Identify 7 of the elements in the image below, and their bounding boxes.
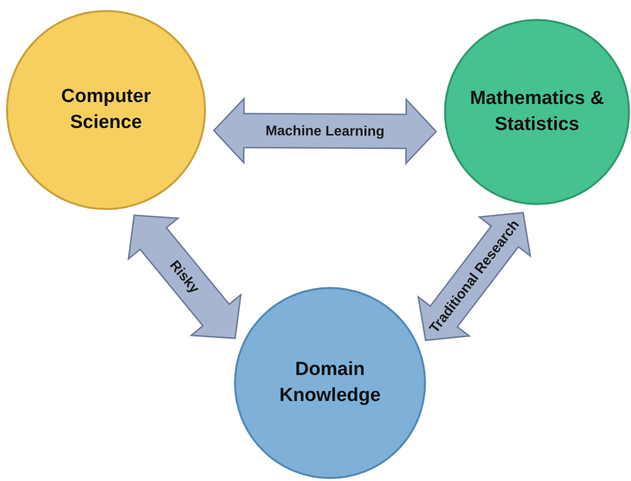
circle-label: Domain Knowledge (278, 358, 382, 408)
double-arrow (212, 96, 438, 166)
circle-label: Mathematics & Statistics (468, 87, 606, 137)
circle-label: Computer Science (60, 85, 152, 135)
double-arrow (128, 214, 242, 340)
edge-label: Machine Learning (265, 121, 385, 141)
double-arrow (417, 212, 532, 342)
